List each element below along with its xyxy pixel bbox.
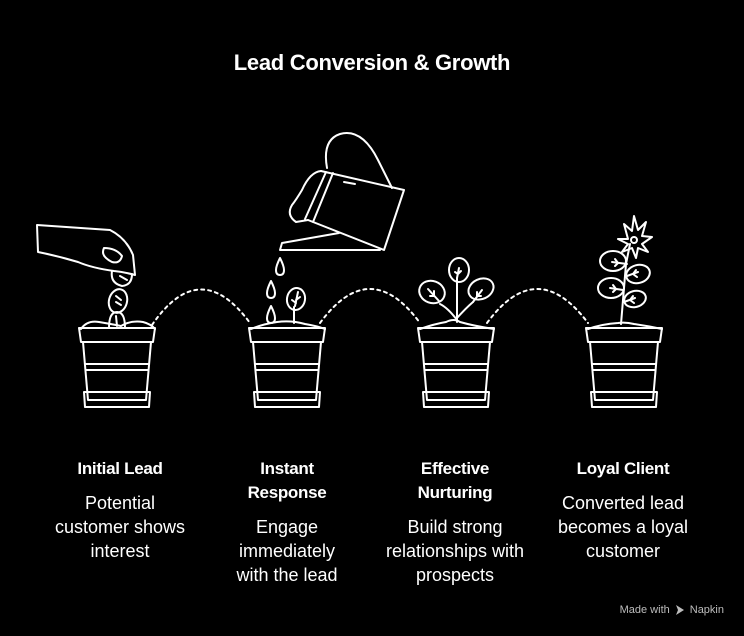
footer-brand: Napkin [689,604,724,616]
step-instant-response: Instant Response Engage immediately with… [207,457,367,587]
dotted-arc-connector [319,288,421,324]
step-title: Instant Response [247,459,327,502]
step-description: Converted lead becomes a loyal customer [557,493,689,561]
step-title: Loyal Client [576,459,670,478]
dotted-arc-connector [486,288,589,324]
diagram-title: Lead Conversion & Growth [233,50,511,75]
step-title: Effective Nurturing [417,459,493,502]
pot-3-icon [417,257,495,408]
napkin-watermark: Made with Napkin [620,604,724,616]
watering-can-icon [279,132,405,251]
pot-1-icon [78,311,156,408]
dotted-arc-connector [151,288,251,326]
footer-prefix: Made with [619,604,670,616]
seed-icon [107,288,129,314]
hand-icon [36,224,136,287]
step-description: Engage immediately with the lead [236,517,338,585]
step-effective-nurturing: Effective Nurturing Build strong relatio… [375,457,535,587]
napkin-logo-icon [675,605,684,615]
step-description: Build strong relationships with prospect… [385,517,525,585]
pot-2-icon [248,287,326,408]
pot-4-icon [585,215,663,408]
step-title: Initial Lead [77,459,163,478]
step-loyal-client: Loyal Client Converted lead becomes a lo… [543,457,703,563]
step-description: Potential customer shows interest [54,493,186,561]
water-drops-icon [266,257,285,324]
step-initial-lead: Initial Lead Potential customer shows in… [40,457,200,563]
